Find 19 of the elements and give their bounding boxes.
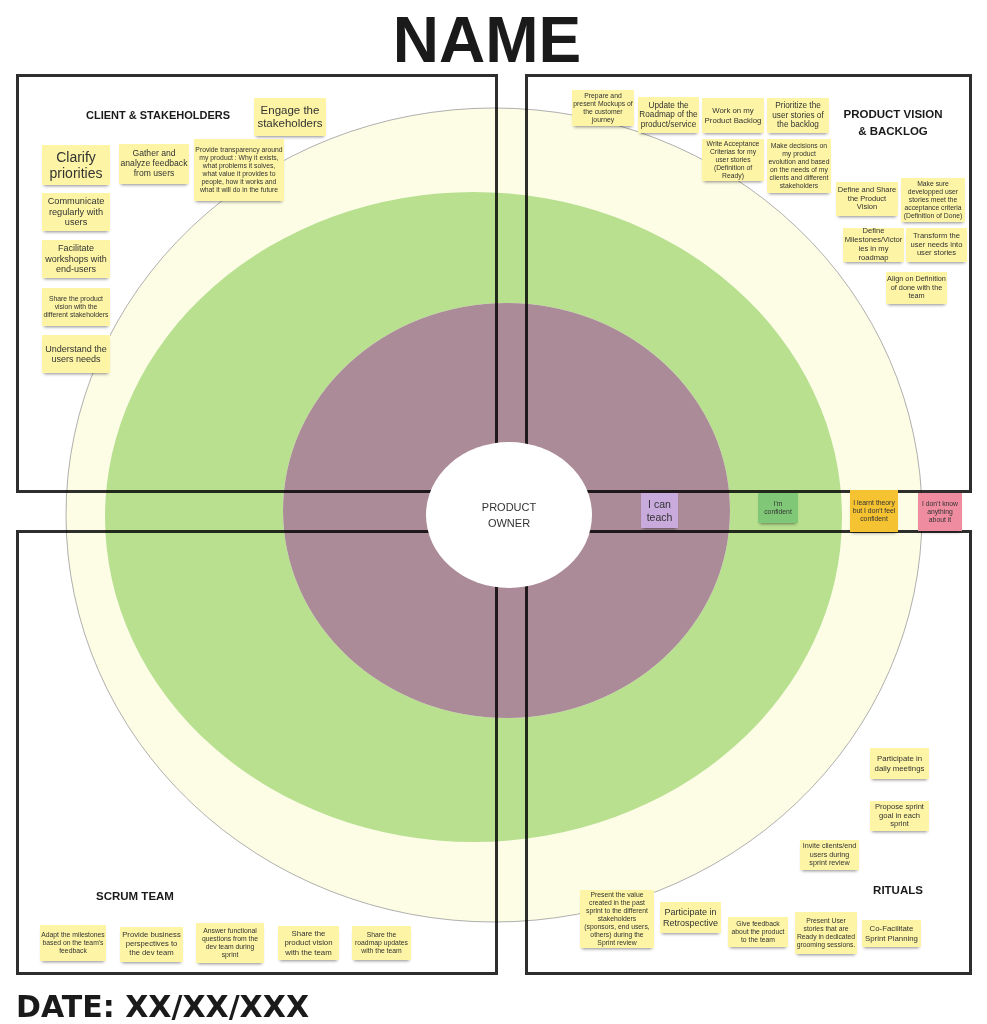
section-heading: CLIENT & STAKEHOLDERS: [86, 108, 232, 123]
sticky-note: Facilitate workshops with end-users: [42, 240, 110, 278]
sticky-note: Prioritize the user stories of the backlog: [767, 98, 829, 133]
section-heading: RITUALS: [872, 883, 924, 898]
legend-note: I can teach: [641, 493, 678, 528]
quadrant-panel: [16, 74, 498, 493]
sticky-note: Participate in Retrospective: [660, 902, 721, 933]
section-heading: SCRUM TEAM: [96, 889, 175, 904]
sticky-note: Update the Roadmap of the product/service: [638, 97, 699, 133]
sticky-note: Engage the stakeholders: [254, 98, 326, 136]
sticky-note: Clarify priorities: [42, 145, 110, 185]
quadrant-panel: [525, 530, 972, 975]
date-label: DATE: XX/XX/XXX: [16, 992, 309, 1022]
section-heading: PRODUCT VISION & BACKLOG: [842, 107, 944, 139]
title: NAME: [392, 8, 582, 72]
sticky-note: Understand the users needs: [42, 335, 110, 373]
sticky-note: Communicate regularly with users: [42, 193, 110, 231]
quadrant-panel: [16, 530, 498, 975]
sticky-note: Gather and analyze feedback from users: [119, 144, 189, 184]
